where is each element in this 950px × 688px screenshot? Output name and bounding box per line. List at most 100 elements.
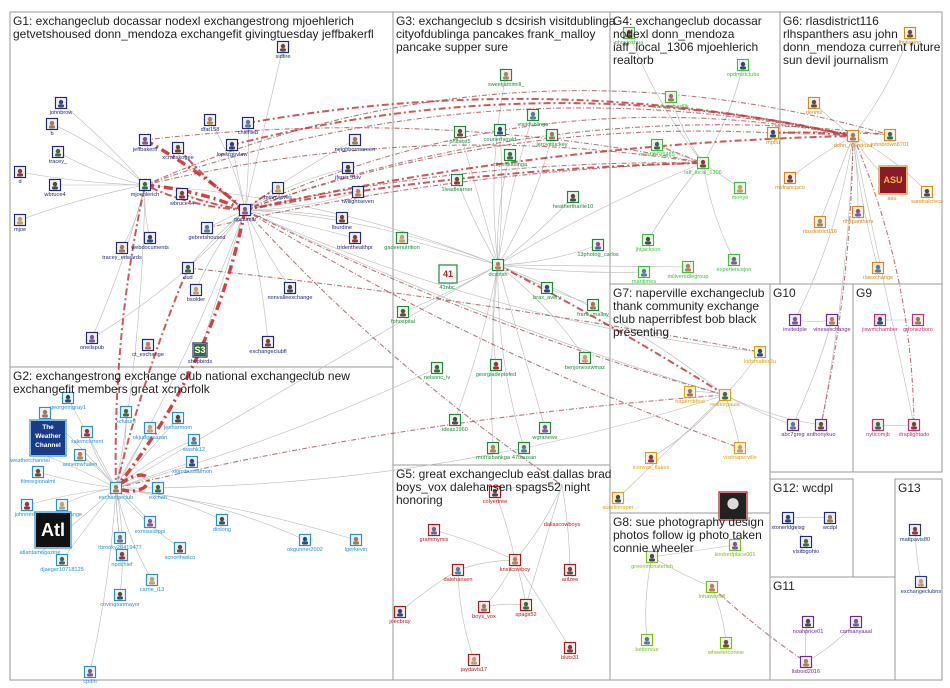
node-wbruce4[interactable]: wbruce4 [43, 178, 66, 199]
node-d[interactable]: d [13, 165, 27, 186]
node-anthonykuo[interactable]: anthonykuo [807, 418, 836, 439]
node-visitdublinga[interactable]: visitdublinga [518, 108, 550, 129]
node-dallascowboys[interactable]: dallascowboys [544, 491, 748, 528]
node-tracey-edwards[interactable]: tracey_edwards [102, 241, 142, 262]
node-spags52[interactable]: spags52 [515, 598, 537, 619]
node-ideas1960[interactable]: ideas1960 [442, 413, 468, 434]
node-xcmuskogee[interactable]: xcmuskogee [162, 141, 194, 162]
node-kidsmatter2u[interactable]: kidsmatter2u [744, 345, 776, 366]
node-visitbgohio[interactable]: visitbgohio [793, 535, 819, 556]
node-sweetjamimill-[interactable]: sweetjamimill_ [488, 68, 525, 89]
node-docassar[interactable]: docassar [234, 203, 257, 224]
node-visitnaperville[interactable]: visitnaperville [723, 441, 757, 462]
node-carmanyaaal[interactable]: carmanyaaal [840, 615, 872, 636]
node-b[interactable]: b [45, 117, 59, 138]
node-gebretshoused[interactable]: gebretshoused [188, 221, 226, 242]
node-benjonesxwmaz[interactable]: benjonesxwmaz [565, 351, 605, 372]
node-iaff-local-1306[interactable]: iaff_local_1306 [684, 156, 722, 177]
node-cpdin[interactable]: cpdin [83, 665, 97, 686]
node-mjoe[interactable]: mjoe [13, 213, 27, 234]
node-npdchief[interactable]: npdchief [111, 548, 133, 569]
node-nonvalleexchange[interactable]: nonvalleexchange [267, 281, 313, 302]
node-riennis[interactable]: riennis [806, 96, 823, 117]
node-tracey-[interactable]: tracey_ [49, 145, 68, 166]
node-boys-vox[interactable]: boys_vox [472, 600, 496, 621]
node-noahprice01[interactable]: noahprice01 [793, 615, 824, 636]
node-invitedpie[interactable]: invitedpie [783, 313, 807, 334]
node-rbrooky26419477[interactable]: rbrooky26419477 [98, 531, 142, 552]
node-gadeenutrition[interactable]: gadeenutrition [384, 231, 420, 252]
node-morrisbankga[interactable]: morrisbankga [476, 441, 511, 462]
node-rlaexchange[interactable]: rlaexchange [863, 261, 893, 282]
node-georgemgray1[interactable]: georgemgray1 [50, 391, 86, 412]
node-wcdpl[interactable]: wcdpl [822, 511, 837, 532]
node-joecbray[interactable]: joecbray [388, 605, 411, 626]
node-cityofdublinga[interactable]: cityofdublinga [493, 148, 528, 169]
node-johnbrow[interactable]: johnbrow [49, 96, 74, 117]
node-jferris-dav[interactable]: jferris_dav [334, 161, 361, 182]
node-lnhawerhill[interactable]: lnhawerhill [699, 580, 725, 601]
node-bluts31[interactable]: bluts31 [561, 641, 579, 662]
node-oneilspub[interactable]: oneilspub [80, 331, 104, 352]
node-sandralcrecz[interactable]: sandralcrecz [911, 185, 943, 206]
node-xlopsbussalmon[interactable]: xlopsbussalmon [172, 455, 212, 476]
node-fphospital[interactable]: fphospital [391, 305, 415, 326]
node-covingtonmayor[interactable]: covingtonmayor [100, 588, 140, 609]
node-bsolder[interactable]: bsolder [187, 283, 205, 304]
node-monye[interactable]: monye [732, 181, 749, 202]
node-xtonerldgeisg[interactable]: xtonerldgeisg [771, 511, 805, 532]
node-1leadlearner[interactable]: 1leadlearner [441, 173, 473, 194]
node-jeroystuckey[interactable]: jeroystuckey [535, 128, 568, 149]
node-476susan[interactable]: 476susan [512, 441, 536, 462]
node-exchangeclubns[interactable]: exchangeclubns [901, 575, 942, 596]
node-maritimes[interactable]: maritimes [632, 265, 656, 286]
node-msfrancisco[interactable]: msfrancisco [775, 171, 805, 192]
node-kristicowboy[interactable]: kristicowboy [500, 553, 531, 574]
node-lhreasing[interactable]: lhreasing [899, 26, 922, 47]
node-wgranews[interactable]: wgranews [531, 421, 558, 442]
node-dfat158[interactable]: dfat158 [201, 113, 220, 134]
node-okgunner2002[interactable]: okgunner2002 [287, 533, 323, 554]
node-georgiadeptofed[interactable]: georgiadeptofed [476, 358, 516, 379]
node-grammymix[interactable]: grammymix [420, 523, 449, 544]
node-nelsonc-lv[interactable]: nelsonc_lv [424, 361, 451, 382]
node-lgerkevin[interactable]: lgerkevin [345, 533, 367, 554]
node-courierherald[interactable]: courierherald [484, 123, 517, 144]
node-miamigives[interactable]: miamigives [264, 181, 292, 202]
node-experiencejon[interactable]: experiencejon [717, 253, 752, 274]
node-washk12[interactable]: washk12 [182, 433, 205, 454]
node-jaydavis17[interactable]: jaydavis17 [460, 653, 487, 674]
node-lburdine[interactable]: lburdine [332, 211, 352, 232]
node-naperribfest[interactable]: naperribfest [675, 385, 705, 406]
node-abc7greg[interactable]: abc7greg [781, 418, 805, 439]
node-opdmistclubs[interactable]: opdmistclubs [727, 58, 760, 79]
node-sidfire[interactable]: sidfire [276, 40, 291, 61]
node-ct-exchange[interactable]: ct_exchange [132, 338, 164, 359]
node-arilzee[interactable]: arilzee [562, 563, 578, 584]
node-lisboid2016[interactable]: lisboid2016 [792, 655, 820, 676]
node-colyertree[interactable]: colyertree [483, 485, 508, 506]
node-nyticomjb[interactable]: nyticomjb [866, 418, 890, 439]
node-mas06705485[interactable]: mas06705485 [639, 138, 675, 159]
node-frank-malloy[interactable]: frank_malloy [577, 298, 609, 319]
node-phosjoshua[interactable]: phosjoshua [615, 26, 645, 47]
node-jhtjackson[interactable]: jhtjackson [635, 233, 661, 254]
node-dalehansen[interactable]: dalehansen [444, 563, 473, 584]
node-greenmonsterish[interactable]: greenmonsterish [631, 550, 673, 571]
node-wbruce44[interactable]: wbruce44 [169, 187, 194, 208]
node-vinesexchange[interactable]: vinesexchange [813, 313, 851, 334]
node-grfonezboro[interactable]: grfonezboro [903, 313, 933, 334]
node-johnbrown8701[interactable]: johnbrown8701 [870, 128, 909, 149]
node-jenharmom[interactable]: jenharmom [163, 411, 192, 432]
node-xalemcurrent[interactable]: xalemcurrent [71, 425, 104, 446]
node-exchangeclubfl[interactable]: exchangeclubfl [249, 335, 287, 356]
node-johnnerite[interactable]: johnnerite [14, 498, 40, 519]
node-chieflieb[interactable]: chieflieb [238, 116, 259, 137]
node-realtorpaula[interactable]: realtorpaula [710, 388, 741, 409]
node-annemwhalen[interactable]: annemwhalen [63, 448, 98, 469]
